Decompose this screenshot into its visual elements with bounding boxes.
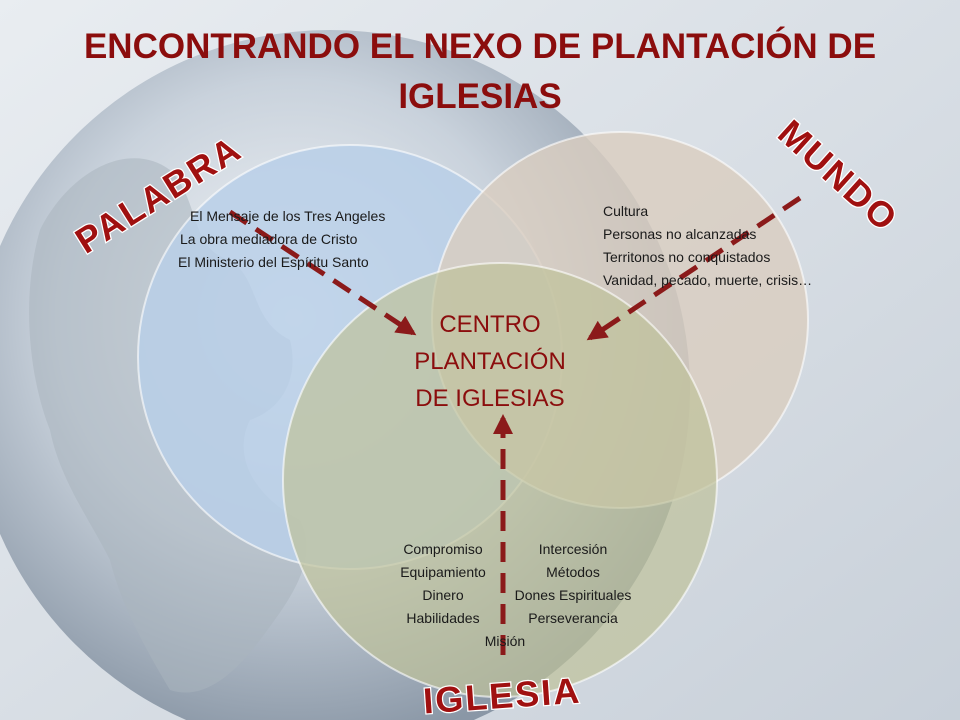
center-label: CENTRO PLANTACIÓN DE IGLESIAS xyxy=(380,306,600,417)
iglesia-item: Métodos xyxy=(546,564,600,580)
palabra-items: El Mensaje de los Tres Angeles La obra m… xyxy=(178,205,385,274)
palabra-item: El Mensaje de los Tres Angeles xyxy=(190,208,386,224)
center-line-2: PLANTACIÓN xyxy=(414,348,566,375)
mundo-item: Vanidad, pecado, muerte, crisis… xyxy=(603,272,813,288)
arrow-mundo xyxy=(586,195,802,341)
iglesia-item: Compromiso xyxy=(403,541,483,557)
palabra-item: La obra mediadora de Cristo xyxy=(180,231,358,247)
page-title: ENCONTRANDO EL NEXO DE PLANTACIÓN DE IGL… xyxy=(60,22,900,122)
iglesia-item: Intercesión xyxy=(538,541,608,557)
iglesia-items-left: Compromiso Equipamiento Dinero Habilidad… xyxy=(378,538,508,630)
iglesia-item: Perseverancia xyxy=(528,610,618,626)
iglesia-item: Habilidades xyxy=(406,610,480,626)
iglesia-items-right: Intercesión Métodos Dones Espirituales P… xyxy=(498,538,648,630)
iglesia-item: Dinero xyxy=(422,587,464,603)
title-line-2: IGLESIAS xyxy=(398,77,562,116)
mundo-items: Cultura Personas no alcanzadas Territono… xyxy=(603,200,812,292)
iglesia-item: Equipamiento xyxy=(400,564,486,580)
iglesia-item: Dones Espirituales xyxy=(514,587,632,603)
title-line-1: ENCONTRANDO EL NEXO DE PLANTACIÓN DE xyxy=(83,27,877,66)
mundo-item: Territonos no conquistados xyxy=(603,249,771,265)
arrow-palabra xyxy=(228,209,417,336)
iglesia-item-bottom: Misión xyxy=(484,633,526,649)
mundo-item: Cultura xyxy=(603,203,649,219)
center-line-3: DE IGLESIAS xyxy=(415,385,565,412)
center-line-1: CENTRO xyxy=(439,311,541,338)
palabra-item: El Ministerio del Espíritu Santo xyxy=(178,254,369,270)
mundo-item: Personas no alcanzadas xyxy=(603,226,757,242)
circle-iglesia xyxy=(282,262,718,698)
